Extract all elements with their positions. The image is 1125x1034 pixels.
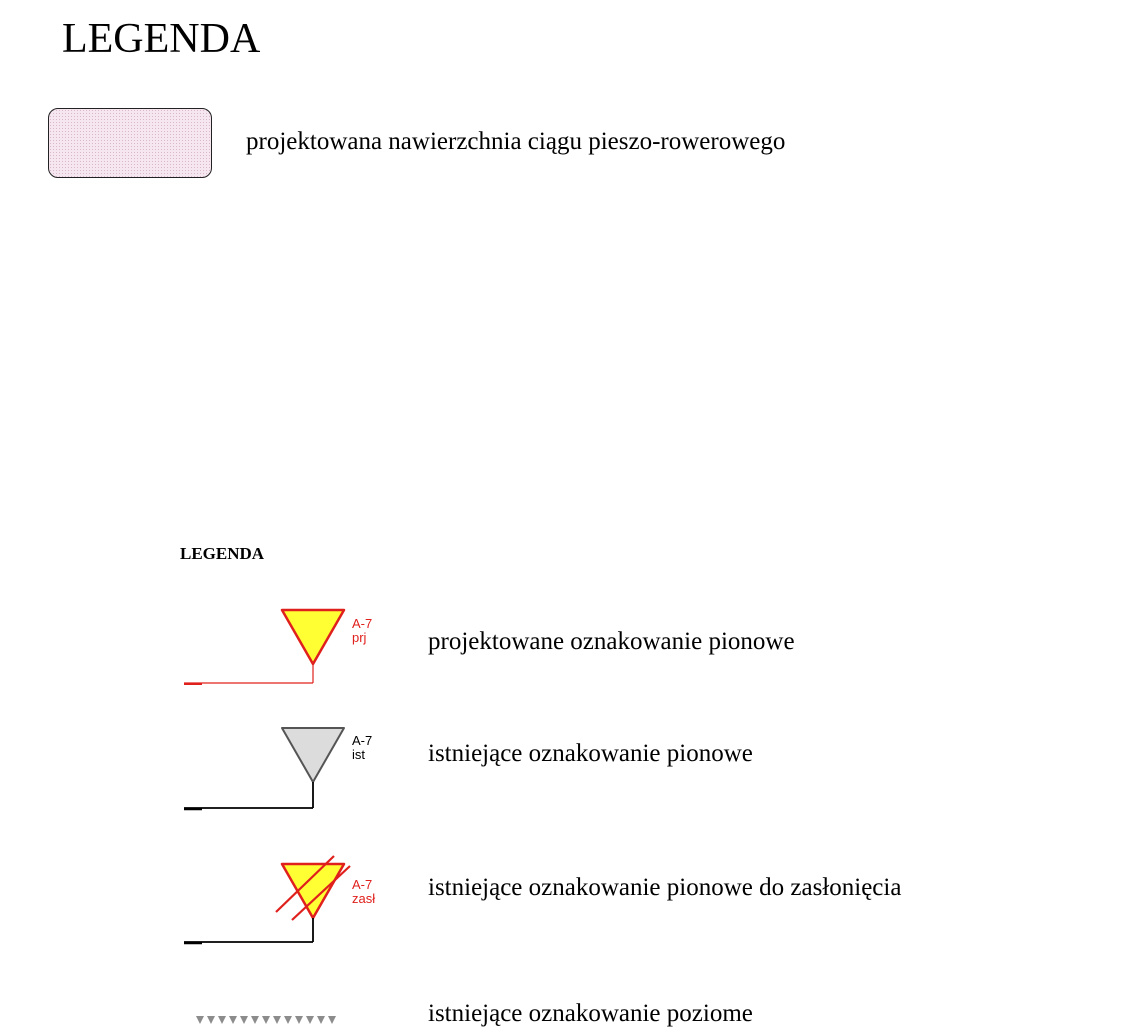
horizontal-marking-label: istniejące oznakowanie poziome [428,1000,753,1027]
triangle-row-marking-icon [196,1016,336,1024]
projected-sign-symbol [184,608,346,685]
sign-code-existing: A-7 ist [352,734,372,762]
sign-status: ist [352,747,365,762]
warning-triangle-icon [280,862,346,920]
horizontal-marking-symbol [196,1016,336,1024]
existing-sign-label: istniejące oznakowanie pionowe [428,740,753,767]
warning-triangle-icon [280,608,346,666]
sign-code: A-7 [352,616,373,631]
sign-legend-title: LEGENDA [180,544,265,563]
sign-status: zasł [352,891,376,906]
covered-sign-label: istniejące oznakowanie pionowe do zasłon… [428,874,902,901]
cross-out-line [291,865,351,921]
existing-sign-symbol [184,727,345,811]
sign-code: A-7 [352,877,373,892]
covered-sign-symbol [184,855,351,945]
surface-swatch [48,108,212,178]
legend-title: LEGENDA [62,16,261,62]
warning-triangle-icon [281,727,345,783]
cross-out-line [275,855,335,913]
projected-sign-label: projektowane oznakowanie pionowe [428,628,795,655]
surface-label: projektowana nawierzchnia ciągu pieszo-r… [246,128,786,155]
sign-status: prj [352,630,367,645]
sign-code-covered: A-7 zasł [352,878,375,906]
sign-code-projected: A-7 prj [352,617,372,645]
sign-code: A-7 [352,733,373,748]
